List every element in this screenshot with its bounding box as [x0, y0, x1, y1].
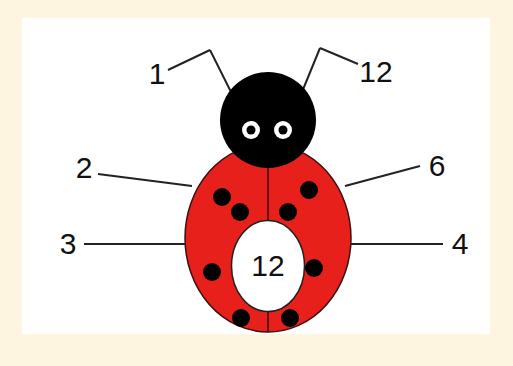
- ladybug-head: [220, 72, 316, 168]
- callout-number: 1: [149, 59, 166, 89]
- callout-number: 12: [359, 57, 392, 87]
- spots: [203, 181, 323, 327]
- spot: [203, 263, 221, 281]
- oval-shape: [232, 221, 305, 312]
- spot: [305, 259, 323, 277]
- spot: [300, 181, 318, 199]
- callout-number: 6: [429, 151, 446, 181]
- pupil: [247, 126, 256, 135]
- callout-number: 2: [76, 153, 93, 183]
- spot: [213, 188, 231, 206]
- eye: [274, 121, 292, 139]
- oval-number: 12: [251, 251, 284, 281]
- spot-oval: 12: [230, 219, 306, 313]
- callout-number: 3: [60, 229, 77, 259]
- pupil: [279, 126, 288, 135]
- leader-line: [84, 243, 186, 245]
- leader-line: [98, 174, 192, 186]
- leader-line: [345, 166, 420, 186]
- leader-line: [320, 48, 358, 64]
- spot: [231, 203, 249, 221]
- callout-number: 4: [452, 229, 469, 259]
- leader-line: [351, 243, 443, 245]
- eye: [242, 121, 260, 139]
- ladybug-body: [185, 144, 351, 332]
- leader-line: [168, 50, 210, 70]
- spot: [232, 309, 250, 327]
- white-panel: [22, 18, 490, 334]
- spot: [281, 309, 299, 327]
- antenna: [302, 48, 320, 92]
- spot: [279, 203, 297, 221]
- antenna: [210, 50, 231, 92]
